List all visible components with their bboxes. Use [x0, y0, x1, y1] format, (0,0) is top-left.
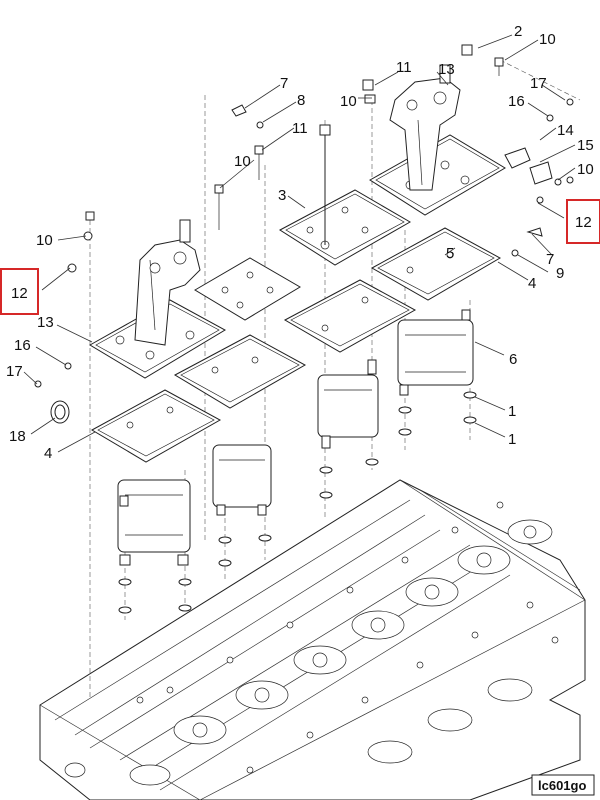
callout-10: 10 [36, 232, 53, 249]
callout-7: 7 [546, 251, 554, 268]
figure-code-tag: lc601go [531, 774, 595, 796]
gasket-right [370, 227, 502, 301]
callout-1: 1 [508, 403, 516, 420]
callout-9: 9 [556, 265, 564, 282]
cylinder-bore-4 [351, 610, 405, 640]
callout-17: 17 [6, 363, 23, 380]
callout-5: 5 [446, 245, 454, 262]
callout-12: 12 [575, 214, 592, 231]
seal-element-mid-left [212, 444, 272, 516]
seal-element-left [117, 479, 191, 566]
cover-plate-mid-left [194, 257, 301, 321]
figure-code-label: lc601go [538, 778, 586, 793]
callout-3: 3 [278, 187, 286, 204]
bolts-mid-left [214, 104, 264, 230]
callout-7: 7 [280, 75, 288, 92]
callout-15: 15 [577, 137, 594, 154]
callout-16: 16 [508, 93, 525, 110]
cylinder-bore-3 [293, 645, 347, 675]
callout-1: 1 [508, 431, 516, 448]
callout-12: 12 [11, 285, 28, 302]
callout-13: 13 [438, 61, 455, 78]
cylinder-bore-1 [173, 715, 227, 745]
callout-11: 11 [396, 59, 412, 76]
gasket-left [90, 389, 222, 463]
small-parts-left [34, 211, 95, 424]
callout-14: 14 [557, 122, 574, 139]
gasket-mid-left [173, 334, 307, 409]
highlight-box-left [0, 268, 39, 315]
callout-6: 6 [509, 351, 517, 368]
cylinder-bore-2 [235, 680, 289, 710]
callout-10: 10 [577, 161, 594, 178]
callout-4: 4 [44, 445, 52, 462]
small-parts-right [461, 44, 574, 257]
o-rings-mid [319, 458, 379, 499]
callout-17: 17 [530, 75, 547, 92]
callout-8: 8 [297, 92, 305, 109]
callout-16: 16 [14, 337, 31, 354]
callout-11: 11 [292, 120, 308, 137]
seal-element-mid [317, 359, 379, 449]
highlight-box-right [566, 199, 600, 244]
leader-lines [23, 34, 576, 453]
cylinder-block [39, 479, 586, 800]
highlighted-callout-12-left[interactable]: 12 [0, 268, 39, 315]
o-rings-mid-left [218, 534, 272, 567]
gasket-mid [283, 279, 417, 353]
callout-10: 10 [340, 93, 357, 110]
long-bolt [319, 124, 331, 245]
callout-13: 13 [37, 314, 54, 331]
cylinder-bore-5 [405, 577, 459, 607]
callout-10: 10 [234, 153, 251, 170]
callout-18: 18 [9, 428, 26, 445]
callout-4: 4 [528, 275, 536, 292]
rocker-bracket-left [134, 219, 201, 346]
cylinder-bore-7 [507, 519, 553, 545]
highlighted-callout-12-right[interactable]: 12 [566, 199, 600, 244]
rocker-bracket-right [389, 64, 461, 191]
cover-plate-3 [279, 189, 411, 266]
callout-10: 10 [539, 31, 556, 48]
callout-labels: 2 10 11 13 7 8 10 17 16 11 14 10 15 10 3… [6, 23, 594, 462]
bolts-mid [362, 79, 376, 104]
o-rings-right [398, 391, 477, 436]
o-rings-left [118, 578, 192, 614]
callout-2: 2 [514, 23, 522, 40]
cylinder-bore-6 [457, 545, 511, 575]
seal-element-right [397, 309, 474, 396]
